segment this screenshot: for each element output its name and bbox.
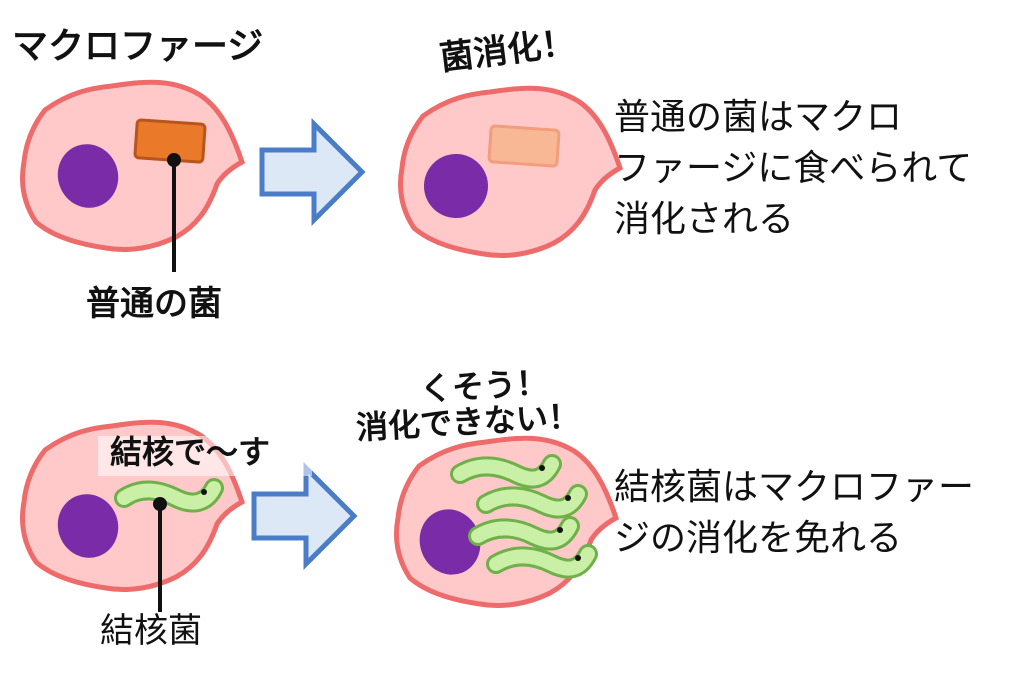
nucleus — [57, 494, 119, 558]
tb-bacterium — [468, 516, 580, 551]
top-right-macrophage — [401, 88, 621, 255]
tb-speech-label: 結核で〜す — [110, 433, 271, 471]
right-arrow — [262, 124, 362, 220]
tb-bacterium-single — [114, 478, 224, 513]
tb-bacteria-group — [450, 454, 598, 579]
bottom-left-macrophage — [23, 422, 243, 589]
macrophage-label: マクロファージ — [12, 26, 264, 67]
tb-bacterium — [450, 454, 562, 489]
normal-bacteria-label: 普通の菌 — [86, 284, 222, 324]
top-left-macrophage — [23, 82, 243, 272]
nucleus — [424, 154, 488, 218]
right-arrow — [254, 468, 354, 564]
bottom-right-macrophage — [397, 438, 617, 605]
top-arrow — [262, 124, 362, 220]
speech-background — [98, 436, 312, 476]
tb-bacterium — [476, 484, 588, 519]
macrophage-cell — [23, 82, 243, 249]
tb-bacterium — [486, 544, 598, 579]
normal-description: 普通の菌はマクロ ファージに食べられて 消化される — [614, 97, 973, 240]
nucleus — [57, 144, 119, 208]
digested-bacterium — [487, 124, 561, 168]
nucleus — [419, 509, 481, 575]
bottom-arrow — [254, 468, 354, 564]
tb-description: 結核菌はマクロファー ジの消化を免れる — [614, 467, 975, 559]
tb-bacteria-label: 結核菌 — [100, 611, 202, 651]
